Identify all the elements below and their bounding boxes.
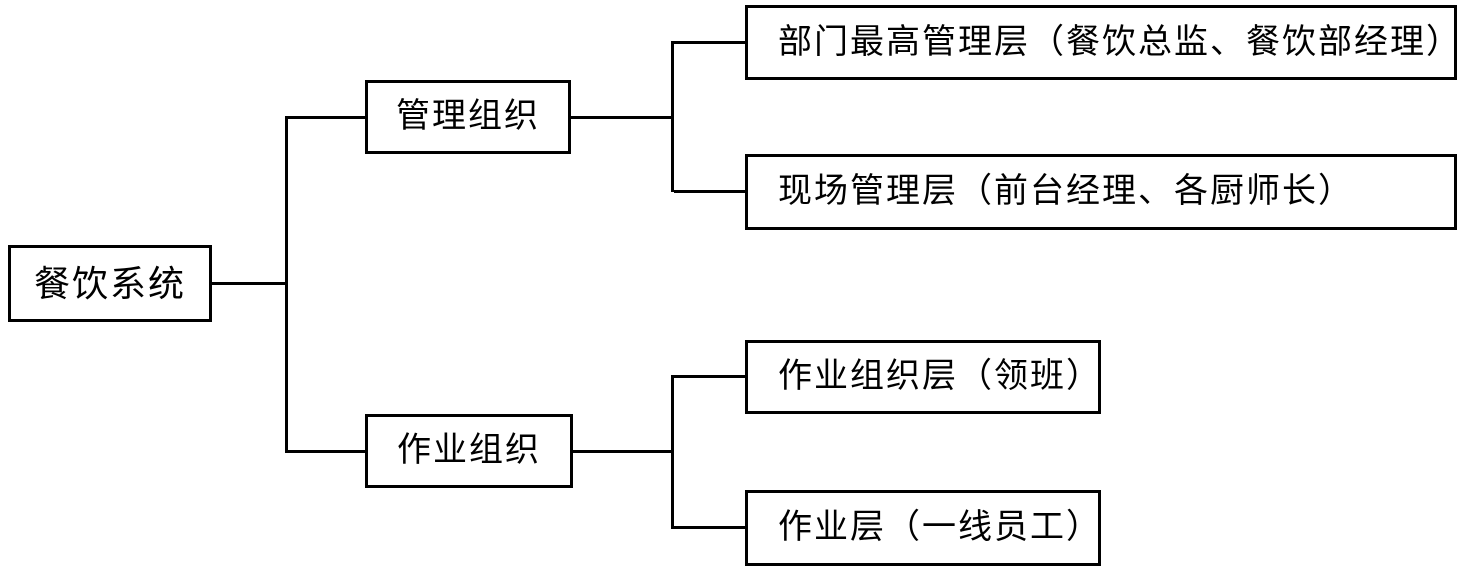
connector-spine-to-management [288,116,365,119]
node-management-organization: 管理组织 [365,80,571,154]
node-site-management-label: 现场管理层（前台经理、各厨师长） [778,173,1354,210]
connector-spine-to-op-layer [674,526,745,529]
node-department-top-management: 部门最高管理层（餐饮总监、餐饮部经理） [745,5,1460,80]
node-site-management: 现场管理层（前台经理、各厨师长） [745,154,1457,230]
node-root-catering-system: 餐饮系统 [8,245,212,322]
connector-spine-to-op-org [674,375,745,378]
node-management-label: 管理组织 [396,98,540,135]
connector-operations-to-spine [573,450,671,453]
node-root-label: 餐饮系统 [33,263,186,304]
node-operation-layer: 作业层（一线员工） [745,490,1101,566]
connector-spine-to-operations [288,450,365,453]
connector-spine-to-site-management [674,190,745,193]
connector-spine-root [285,116,288,453]
node-operations-label: 作业组织 [397,432,541,469]
connector-root-to-spine [212,282,285,285]
connector-spine-to-dept-top [674,41,745,44]
node-operation-organization-layer-label: 作业组织层（领班） [778,358,1102,395]
node-operation-layer-label: 作业层（一线员工） [778,509,1102,546]
connector-management-to-spine [571,116,671,119]
node-operations-organization: 作业组织 [365,414,573,488]
node-department-top-management-label: 部门最高管理层（餐饮总监、餐饮部经理） [778,23,1460,61]
connector-spine-operations [671,375,674,529]
connector-spine-management [671,41,674,192]
node-operation-organization-layer: 作业组织层（领班） [745,340,1101,414]
